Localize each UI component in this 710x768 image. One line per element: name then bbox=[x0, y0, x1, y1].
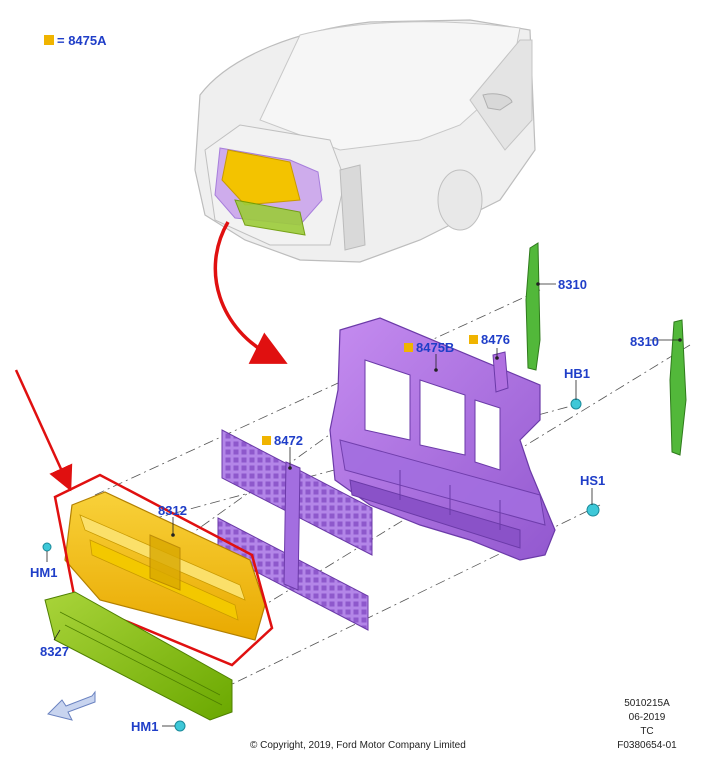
callout-arrow-curved bbox=[213, 221, 288, 364]
shutter-assembly-8312 bbox=[64, 491, 266, 641]
front-direction-arrow bbox=[47, 690, 96, 721]
marker-square-icon bbox=[469, 335, 478, 344]
part-8476 bbox=[492, 351, 509, 393]
fastener-hm1-bottom bbox=[174, 720, 186, 732]
radiator-support-8475b bbox=[329, 317, 556, 561]
fastener-hs1 bbox=[586, 503, 600, 517]
copyright-text: © Copyright, 2019, Ford Motor Company Li… bbox=[250, 740, 466, 751]
vehicle-outline bbox=[194, 19, 536, 263]
label-8475b-text: 8475B bbox=[416, 340, 455, 355]
ref-line: 06-2019 bbox=[628, 712, 666, 723]
legend-marker-icon bbox=[44, 35, 54, 45]
air-deflectors-8472 bbox=[217, 429, 373, 631]
leader-dots bbox=[171, 282, 682, 537]
label-8327: 8327 bbox=[40, 644, 69, 659]
label-8472-text: 8472 bbox=[274, 433, 303, 448]
label-hb1: HB1 bbox=[564, 366, 591, 381]
part-8327 bbox=[44, 591, 233, 721]
label-8472: 8472 bbox=[262, 434, 303, 448]
bracket-8310-right bbox=[669, 319, 687, 456]
reference-block: 5010215A 06-2019 TC F0380654-01 bbox=[602, 697, 692, 753]
label-8310-right: 8310 bbox=[630, 334, 659, 349]
label-8476-text: 8476 bbox=[481, 332, 510, 347]
callout-arrow-straight bbox=[14, 369, 73, 492]
bracket-8310-top bbox=[525, 242, 541, 371]
legend: = 8475A bbox=[44, 33, 107, 48]
label-8312: 8312 bbox=[158, 503, 187, 518]
marker-square-icon bbox=[262, 436, 271, 445]
ref-line: 5010215A bbox=[624, 698, 670, 709]
legend-text: = 8475A bbox=[57, 33, 107, 48]
fastener-hm1-left bbox=[42, 542, 52, 552]
ref-line: TC bbox=[640, 726, 654, 737]
label-hm1-left: HM1 bbox=[30, 565, 58, 580]
label-hs1: HS1 bbox=[580, 473, 606, 488]
label-hm1-bottom: HM1 bbox=[131, 719, 159, 734]
marker-square-icon bbox=[404, 343, 413, 352]
label-8310-top: 8310 bbox=[558, 277, 587, 292]
ref-line: F0380654-01 bbox=[617, 740, 677, 751]
label-8476: 8476 bbox=[469, 333, 510, 347]
label-8475b: 8475B bbox=[404, 341, 454, 355]
fastener-hb1 bbox=[570, 398, 582, 410]
